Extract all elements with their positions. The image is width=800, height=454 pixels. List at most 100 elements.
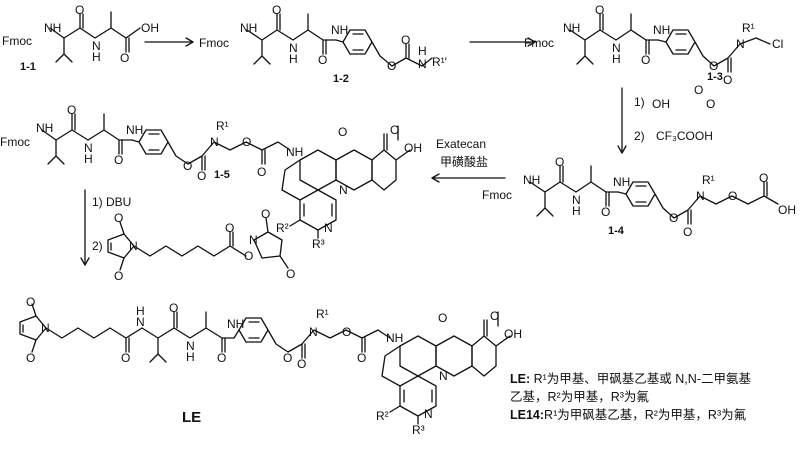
oxygen-label: O bbox=[338, 125, 348, 139]
nh-label: NH bbox=[563, 21, 581, 35]
fmoc-label: Fmoc bbox=[524, 36, 554, 50]
oxygen-label: O bbox=[390, 123, 400, 137]
nitrogen-label: N bbox=[612, 41, 621, 55]
compound-label-1-1: 1-1 bbox=[20, 61, 36, 73]
nitrogen-label: N bbox=[418, 57, 427, 71]
oxygen-label: O bbox=[197, 169, 207, 183]
oxygen-label: O bbox=[555, 155, 565, 169]
structure-1-1 bbox=[49, 11, 141, 63]
nh-label: NH bbox=[240, 21, 258, 35]
oxygen-label: O bbox=[387, 59, 397, 73]
legend-line-le14: LE14:R¹为甲砜基乙基，R²为甲基，R³为氟 bbox=[510, 406, 751, 424]
reagent-step-1: 1) bbox=[634, 95, 645, 109]
oxygen-label: O bbox=[26, 351, 36, 365]
oxygen-label: O bbox=[694, 83, 704, 97]
oxygen-label: O bbox=[257, 165, 267, 179]
oxygen-label: O bbox=[297, 357, 307, 371]
reagent-dbu: 1) DBU bbox=[92, 195, 132, 209]
hydrogen-label: H bbox=[84, 152, 93, 166]
structure-linker-reagent bbox=[107, 217, 289, 271]
hydroxyl-label: OH bbox=[778, 203, 796, 217]
hydrogen-label: H bbox=[612, 52, 621, 66]
nitrogen-label: N bbox=[92, 39, 101, 53]
hydroxyl-label: OH bbox=[652, 97, 670, 111]
oxygen-label: O bbox=[595, 3, 605, 17]
reagent-step-2: 2) bbox=[92, 239, 103, 253]
hydroxyl-label: OH bbox=[404, 141, 422, 155]
oxygen-label: O bbox=[114, 269, 124, 283]
hydrogen-label: H bbox=[136, 304, 145, 318]
fmoc-label: Fmoc bbox=[2, 34, 32, 48]
nitrogen-label: N bbox=[289, 41, 298, 55]
nitrogen-label: N bbox=[210, 135, 219, 149]
nh-label: NH bbox=[286, 145, 304, 159]
compound-label-le: LE bbox=[182, 409, 202, 426]
r2-label: R² bbox=[376, 409, 389, 423]
nh-label: NH bbox=[613, 175, 631, 189]
oxygen-label: O bbox=[318, 53, 328, 67]
structure-1-2 bbox=[246, 13, 433, 67]
nh-label: NH bbox=[523, 173, 541, 187]
nh-label: NH bbox=[44, 21, 62, 35]
r1-label: R¹ bbox=[316, 307, 329, 321]
oxygen-label: O bbox=[272, 3, 282, 17]
oxygen-label: O bbox=[114, 211, 124, 225]
compound-label-1-5: 1-5 bbox=[214, 169, 230, 181]
oxygen-label: O bbox=[286, 267, 296, 281]
oxygen-label: O bbox=[490, 309, 500, 323]
nitrogen-label: N bbox=[339, 183, 348, 197]
hydroxyl-label: OH bbox=[504, 327, 522, 341]
oxygen-label: O bbox=[728, 189, 738, 203]
structure-1-5 bbox=[41, 113, 411, 239]
reagent-mesylate: 甲磺酸盐 bbox=[440, 155, 489, 169]
hydrogen-label: H bbox=[92, 50, 101, 64]
oxygen-label: O bbox=[357, 351, 367, 365]
oxygen-label: O bbox=[75, 3, 85, 17]
nitrogen-label: N bbox=[309, 325, 318, 339]
nitrogen-label: N bbox=[572, 193, 581, 207]
oxygen-label: O bbox=[283, 351, 293, 365]
legend-line-le: LE: R¹为甲基、甲砜基乙基或 N,N-二甲氨基 bbox=[510, 370, 751, 388]
oxygen-label: O bbox=[401, 33, 411, 47]
nitrogen-label: N bbox=[249, 233, 258, 247]
oxygen-label: O bbox=[709, 59, 719, 73]
fmoc-label: Fmoc bbox=[199, 36, 229, 50]
nitrogen-label: N bbox=[424, 407, 433, 421]
fmoc-label: Fmoc bbox=[0, 135, 30, 149]
nh-label: NH bbox=[227, 317, 245, 331]
oxygen-label: O bbox=[120, 51, 130, 65]
oxygen-label: O bbox=[242, 135, 252, 149]
oxygen-label: O bbox=[601, 205, 611, 219]
nitrogen-label: N bbox=[41, 321, 50, 335]
oxygen-label: O bbox=[438, 311, 448, 325]
fmoc-label: Fmoc bbox=[482, 188, 512, 202]
nh-label: NH bbox=[331, 23, 349, 37]
oxygen-label: O bbox=[261, 207, 271, 221]
hydrogen-label: H bbox=[418, 44, 427, 58]
legend-le-head: LE: bbox=[510, 372, 531, 386]
nh-label: NH bbox=[653, 23, 671, 37]
oxygen-label: O bbox=[759, 171, 769, 185]
oxygen-label: O bbox=[669, 211, 679, 225]
legend-le-text-cont: 乙基，R²为甲基，R³为氟 bbox=[510, 390, 649, 405]
structure-le bbox=[19, 303, 511, 425]
legend-le-text: R¹为甲基、甲砜基乙基或 N,N-二甲氨基 bbox=[530, 372, 751, 386]
chlorine-label: Cl bbox=[772, 37, 784, 51]
r1-prime-label: R¹' bbox=[432, 55, 447, 69]
oxygen-label: O bbox=[217, 351, 227, 365]
hydroxyl-label: OH bbox=[141, 21, 159, 35]
nitrogen-label: N bbox=[324, 221, 333, 235]
hydrogen-label: H bbox=[289, 52, 298, 66]
oxygen-label: O bbox=[26, 295, 36, 309]
r3-label: R³ bbox=[412, 423, 425, 437]
structure-1-4 bbox=[529, 165, 779, 225]
oxygen-label: O bbox=[723, 73, 733, 87]
r1-label: R¹ bbox=[216, 119, 229, 133]
compound-label-1-3: 1-3 bbox=[707, 71, 723, 83]
oxygen-label: O bbox=[114, 153, 124, 167]
reagent-cf3cooh: CF₃COOH bbox=[656, 129, 713, 143]
legend-le14-text: R¹为甲砜基乙基，R²为甲基，R³为氟 bbox=[544, 408, 747, 423]
compound-label-1-2: 1-2 bbox=[333, 73, 349, 85]
oxygen-label: O bbox=[244, 249, 254, 263]
oxygen-label: O bbox=[67, 103, 77, 117]
